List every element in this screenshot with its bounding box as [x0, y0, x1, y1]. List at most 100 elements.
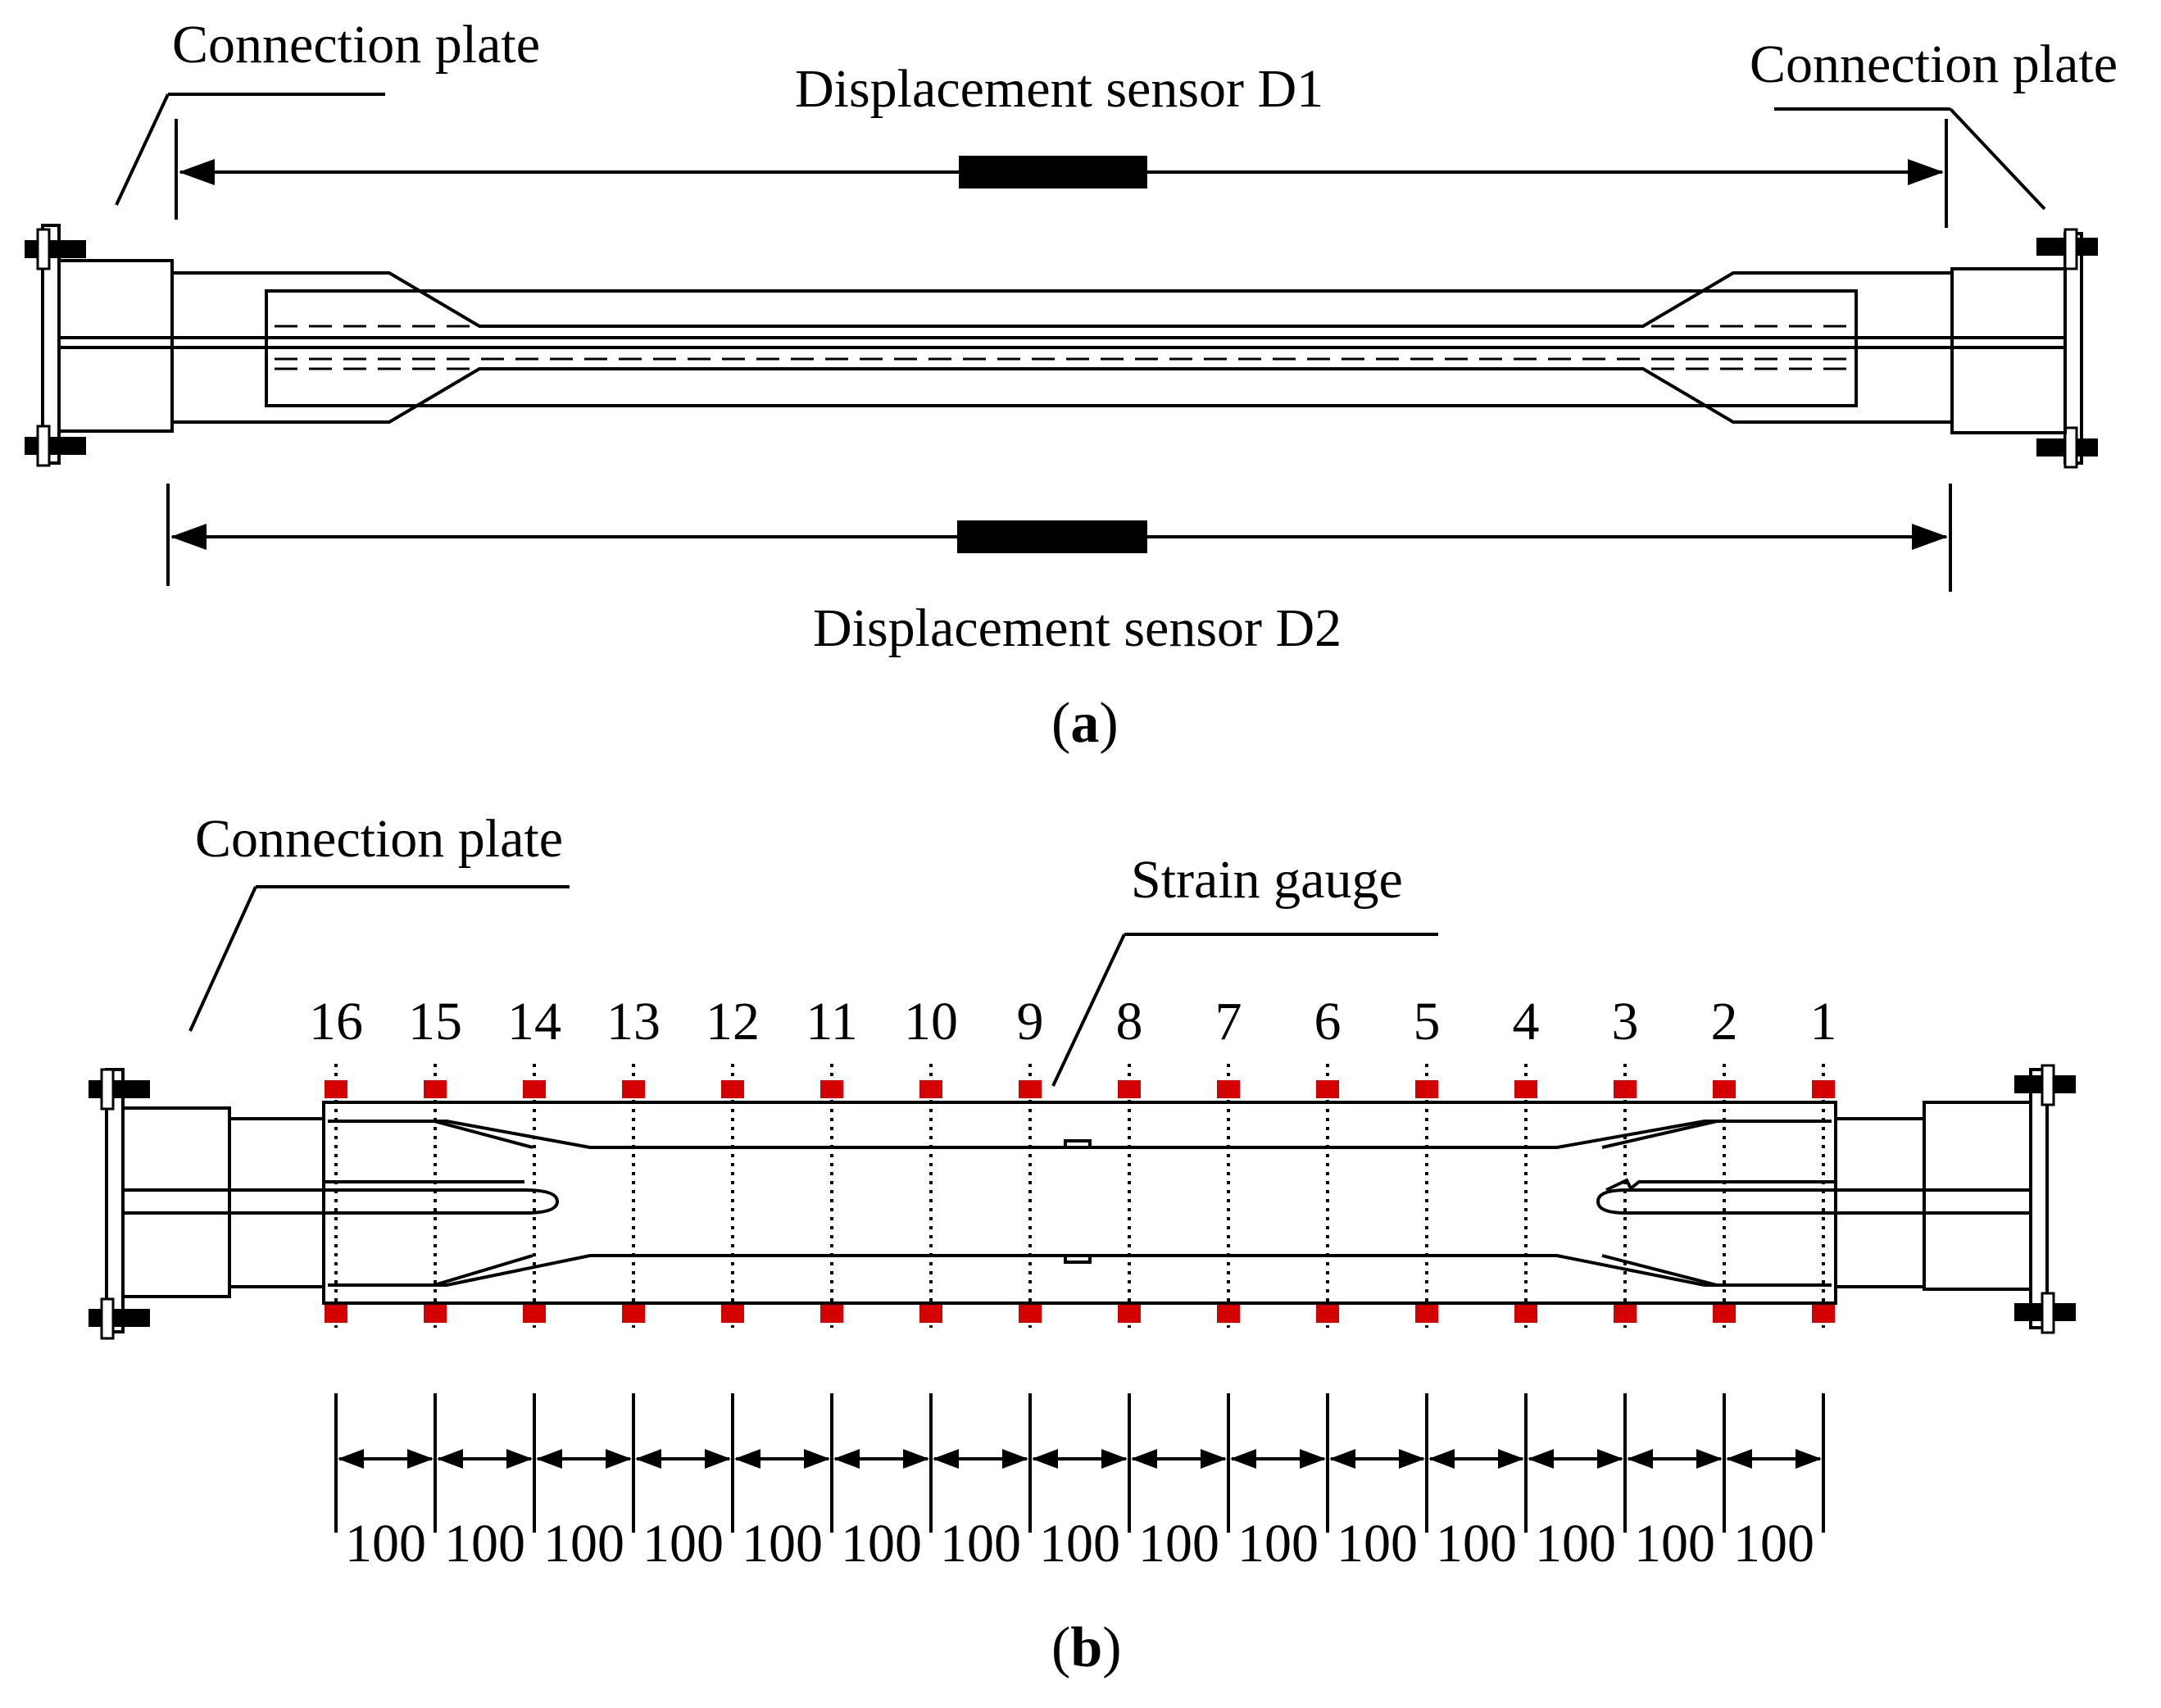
dimension-arrow-right-14 — [1696, 1449, 1723, 1469]
strain-gauge-top-3 — [1614, 1080, 1637, 1098]
strain-gauge-top-2 — [1713, 1080, 1736, 1098]
spacing-value-12: 100 — [1436, 1514, 1517, 1574]
gauge-number-16: 16 — [309, 992, 363, 1052]
gauge-number-9: 9 — [1017, 992, 1044, 1052]
strain-gauge-top-12 — [721, 1080, 744, 1098]
dimension-arrow-right-12 — [1498, 1449, 1524, 1469]
strain-gauge-label: Strain gauge — [1131, 850, 1403, 910]
left-bolt-top-head — [36, 228, 51, 270]
right-connection-block — [1950, 267, 2067, 434]
strain-gauge-top-13 — [622, 1080, 645, 1098]
b-plate-leader-diagonal — [188, 886, 257, 1032]
dimension-arrow-right-15 — [1796, 1449, 1822, 1469]
dimension-arrow-left-10 — [1230, 1449, 1256, 1469]
strain-gauge-bottom-4 — [1514, 1305, 1537, 1323]
gauge-number-15: 15 — [408, 992, 462, 1052]
spacing-value-8: 100 — [1039, 1514, 1120, 1574]
dimension-arrow-left-7 — [933, 1449, 959, 1469]
strain-gauge-bottom-7 — [1217, 1305, 1240, 1323]
strain-gauge-top-10 — [919, 1080, 942, 1098]
gauge-number-4: 4 — [1513, 992, 1540, 1052]
b-left-connection-block — [121, 1106, 231, 1298]
left-connection-plate-label: Connection plate — [172, 15, 540, 75]
left-bolt-top — [25, 240, 86, 258]
strain-gauge-bottom-15 — [424, 1305, 447, 1323]
b-core-left-slot-end — [524, 1188, 560, 1215]
b-right-bolt-bottom-head — [2041, 1292, 2055, 1334]
dimension-arrow-left-5 — [734, 1449, 760, 1469]
dimension-arrow-right-11 — [1399, 1449, 1425, 1469]
strain-gauge-top-11 — [820, 1080, 843, 1098]
d1-left-arrowhead — [179, 159, 215, 185]
spacing-value-6: 100 — [841, 1514, 922, 1574]
strain-gauge-bottom-6 — [1316, 1305, 1339, 1323]
strain-gauge-top-1 — [1812, 1080, 1835, 1098]
gauge-number-1: 1 — [1810, 992, 1837, 1052]
dimension-arrow-left-3 — [536, 1449, 562, 1469]
spacing-value-7: 100 — [940, 1514, 1021, 1574]
strain-gauge-bottom-2 — [1713, 1305, 1736, 1323]
dimension-arrow-right-3 — [606, 1449, 632, 1469]
strain-gauge-bottom-11 — [820, 1305, 843, 1323]
d2-left-arrowhead — [170, 524, 207, 550]
gauge-leader-diagonal — [1051, 933, 1126, 1087]
dimension-arrow-right-5 — [804, 1449, 830, 1469]
specimen-elevation-a — [25, 224, 2098, 469]
dimension-arrow-left-11 — [1329, 1449, 1355, 1469]
strain-gauge-bottom-12 — [721, 1305, 744, 1323]
strain-gauge-top-16 — [325, 1080, 347, 1098]
strain-gauge-bottom-16 — [325, 1305, 347, 1323]
spacing-value-10: 100 — [1237, 1514, 1319, 1574]
strain-gauge-top-14 — [523, 1080, 546, 1098]
b-inner-bottom-line — [328, 1254, 1832, 1287]
dimension-arrow-left-1 — [338, 1449, 364, 1469]
d1-sensor-body — [959, 156, 1147, 189]
displacement-sensor-d1: Displacement sensor D1 — [175, 59, 1948, 228]
right-bolt-bottom-head — [2063, 426, 2078, 469]
spacing-value-5: 100 — [742, 1514, 823, 1574]
displacement-sensor-d2: Displacement sensor D2 — [166, 484, 1952, 658]
dimension-arrow-left-6 — [833, 1449, 860, 1469]
strain-gauge-bottom-5 — [1415, 1305, 1438, 1323]
dimension-arrow-left-8 — [1032, 1449, 1058, 1469]
strain-gauge-bottom-3 — [1614, 1305, 1637, 1323]
strain-gauge-bottom-1 — [1812, 1305, 1835, 1323]
left-bolt-bottom-head — [36, 425, 51, 467]
spacing-value-2: 100 — [444, 1514, 525, 1574]
gauge-number-2: 2 — [1711, 992, 1738, 1052]
gauge-number-7: 7 — [1215, 992, 1242, 1052]
strain-gauge-bottom-13 — [622, 1305, 645, 1323]
b-left-bolt-bottom-head — [100, 1297, 115, 1340]
dimension-arrow-right-6 — [903, 1449, 929, 1469]
caption-b: (b) — [1051, 1616, 1122, 1679]
gauge-number-13: 13 — [606, 992, 661, 1052]
d2-right-arrowhead — [1912, 524, 1948, 550]
strain-gauge-top-7 — [1217, 1080, 1240, 1098]
dimension-arrow-right-2 — [506, 1449, 533, 1469]
caption-a: (a) — [1051, 692, 1119, 755]
specimen-plan-b — [89, 1064, 2076, 1340]
strain-gauge-top-6 — [1316, 1080, 1339, 1098]
b-right-connection-block — [1923, 1101, 2032, 1291]
dimension-arrow-left-15 — [1726, 1449, 1752, 1469]
restraining-sleeve — [265, 289, 1858, 407]
d1-right-arrowhead — [1908, 159, 1944, 185]
gauge-number-5: 5 — [1414, 992, 1441, 1052]
gauge-number-3: 3 — [1612, 992, 1639, 1052]
b-core-right-slot-end — [1596, 1188, 1628, 1215]
dimension-arrow-right-4 — [705, 1449, 731, 1469]
spacing-value-1: 100 — [345, 1514, 426, 1574]
b-left-extension — [228, 1117, 325, 1288]
b-right-taper-top-inner — [1601, 1120, 1718, 1149]
b-left-bolt-top — [89, 1080, 150, 1098]
spacing-value-14: 100 — [1634, 1514, 1715, 1574]
strain-gauge-top-9 — [1019, 1080, 1042, 1098]
d1-label: Displacement sensor D1 — [795, 59, 1323, 119]
right-connection-plate-label: Connection plate — [1750, 34, 2118, 94]
spacing-value-9: 100 — [1138, 1514, 1219, 1574]
dimension-arrow-right-7 — [1002, 1449, 1028, 1469]
strain-gauge-top-5 — [1415, 1080, 1438, 1098]
